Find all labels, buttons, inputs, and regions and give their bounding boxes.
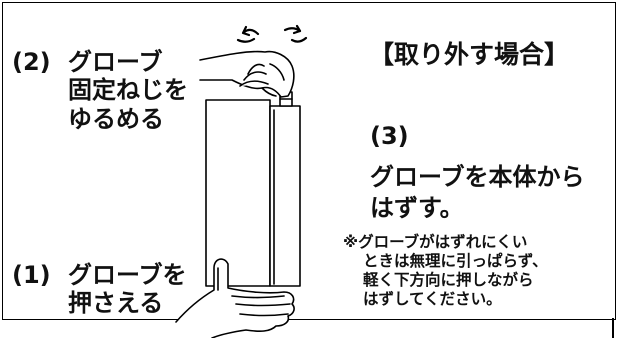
frame-tick [612,318,614,338]
step1-instruction: (1) グローブを 押さえる [12,261,187,318]
note-line3: 軽く下方向に押しながら [363,270,534,289]
step1-line2: 押さえる [68,289,164,318]
rotate-counterclockwise-arrow-icon [236,25,260,43]
step2-instruction: (2) グローブ 固定ねじを ゆるめる [12,48,188,133]
upper-hand [199,50,295,98]
step3-number: (3) [370,122,409,150]
note-line1: ※グローブがはずれにくい [343,233,528,251]
note-line2: ときは無理に引っぱらず、 [363,251,548,270]
caution-note: ※グローブがはずれにくい ときは無理に引っぱらず、 軽く下方向に押しながら はず… [343,233,548,309]
step3-line2: はずす。 [370,194,464,223]
step1-line1: グローブを [68,261,187,289]
step2-line3: ゆるめる [68,104,164,133]
lower-hand [175,258,295,338]
step2-number: (2) [12,48,51,76]
step2-line1: グローブ [68,48,163,76]
rotate-clockwise-arrow-icon [283,24,308,43]
step1-number: (1) [12,261,51,289]
removal-heading: 【取り外す場合】 [369,40,570,69]
step3-instruction: グローブを本体から はずす。 [370,162,585,224]
figure-frame [2,2,616,320]
globe-front-panel [205,99,271,287]
step3-line1: グローブを本体から [370,163,585,191]
step2-line2: 固定ねじを [68,76,188,105]
note-line4: はずしてください。 [363,289,502,308]
